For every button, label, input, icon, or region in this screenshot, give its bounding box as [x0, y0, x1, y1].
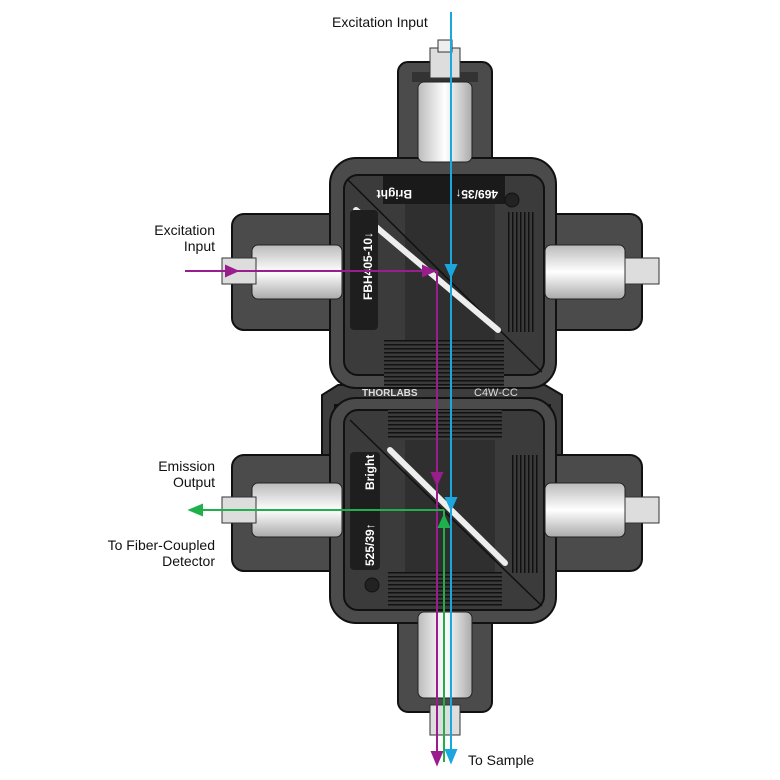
label-side-excitation-2: Input	[184, 238, 215, 254]
filter-525-label: 525/39↑	[363, 523, 377, 566]
label-detector-1: To Fiber-Coupled	[108, 537, 215, 553]
purple-beam	[185, 264, 444, 767]
filter-top-brand: Bright	[377, 187, 412, 201]
model-label: C4W-CC	[474, 387, 518, 399]
filter-525-brand: Bright	[363, 455, 377, 490]
label-emission-2: Output	[173, 474, 215, 490]
lower-cube-housing	[221, 397, 660, 736]
brand-label: THORLABS	[362, 388, 418, 399]
label-emission-1: Emission	[158, 458, 215, 474]
label-side-excitation-1: Excitation	[154, 222, 215, 238]
blue-beam	[444, 12, 458, 765]
label-to-sample: To Sample	[468, 752, 534, 768]
green-beam	[187, 503, 451, 762]
label-detector-2: Detector	[162, 553, 215, 569]
filter-top-label: 469/35↑	[455, 187, 498, 201]
label-top-excitation-input: Excitation Input	[332, 14, 428, 30]
upper-cube-housing	[221, 39, 660, 389]
filter-fbh405-label: FBH405-10↓	[361, 232, 375, 300]
